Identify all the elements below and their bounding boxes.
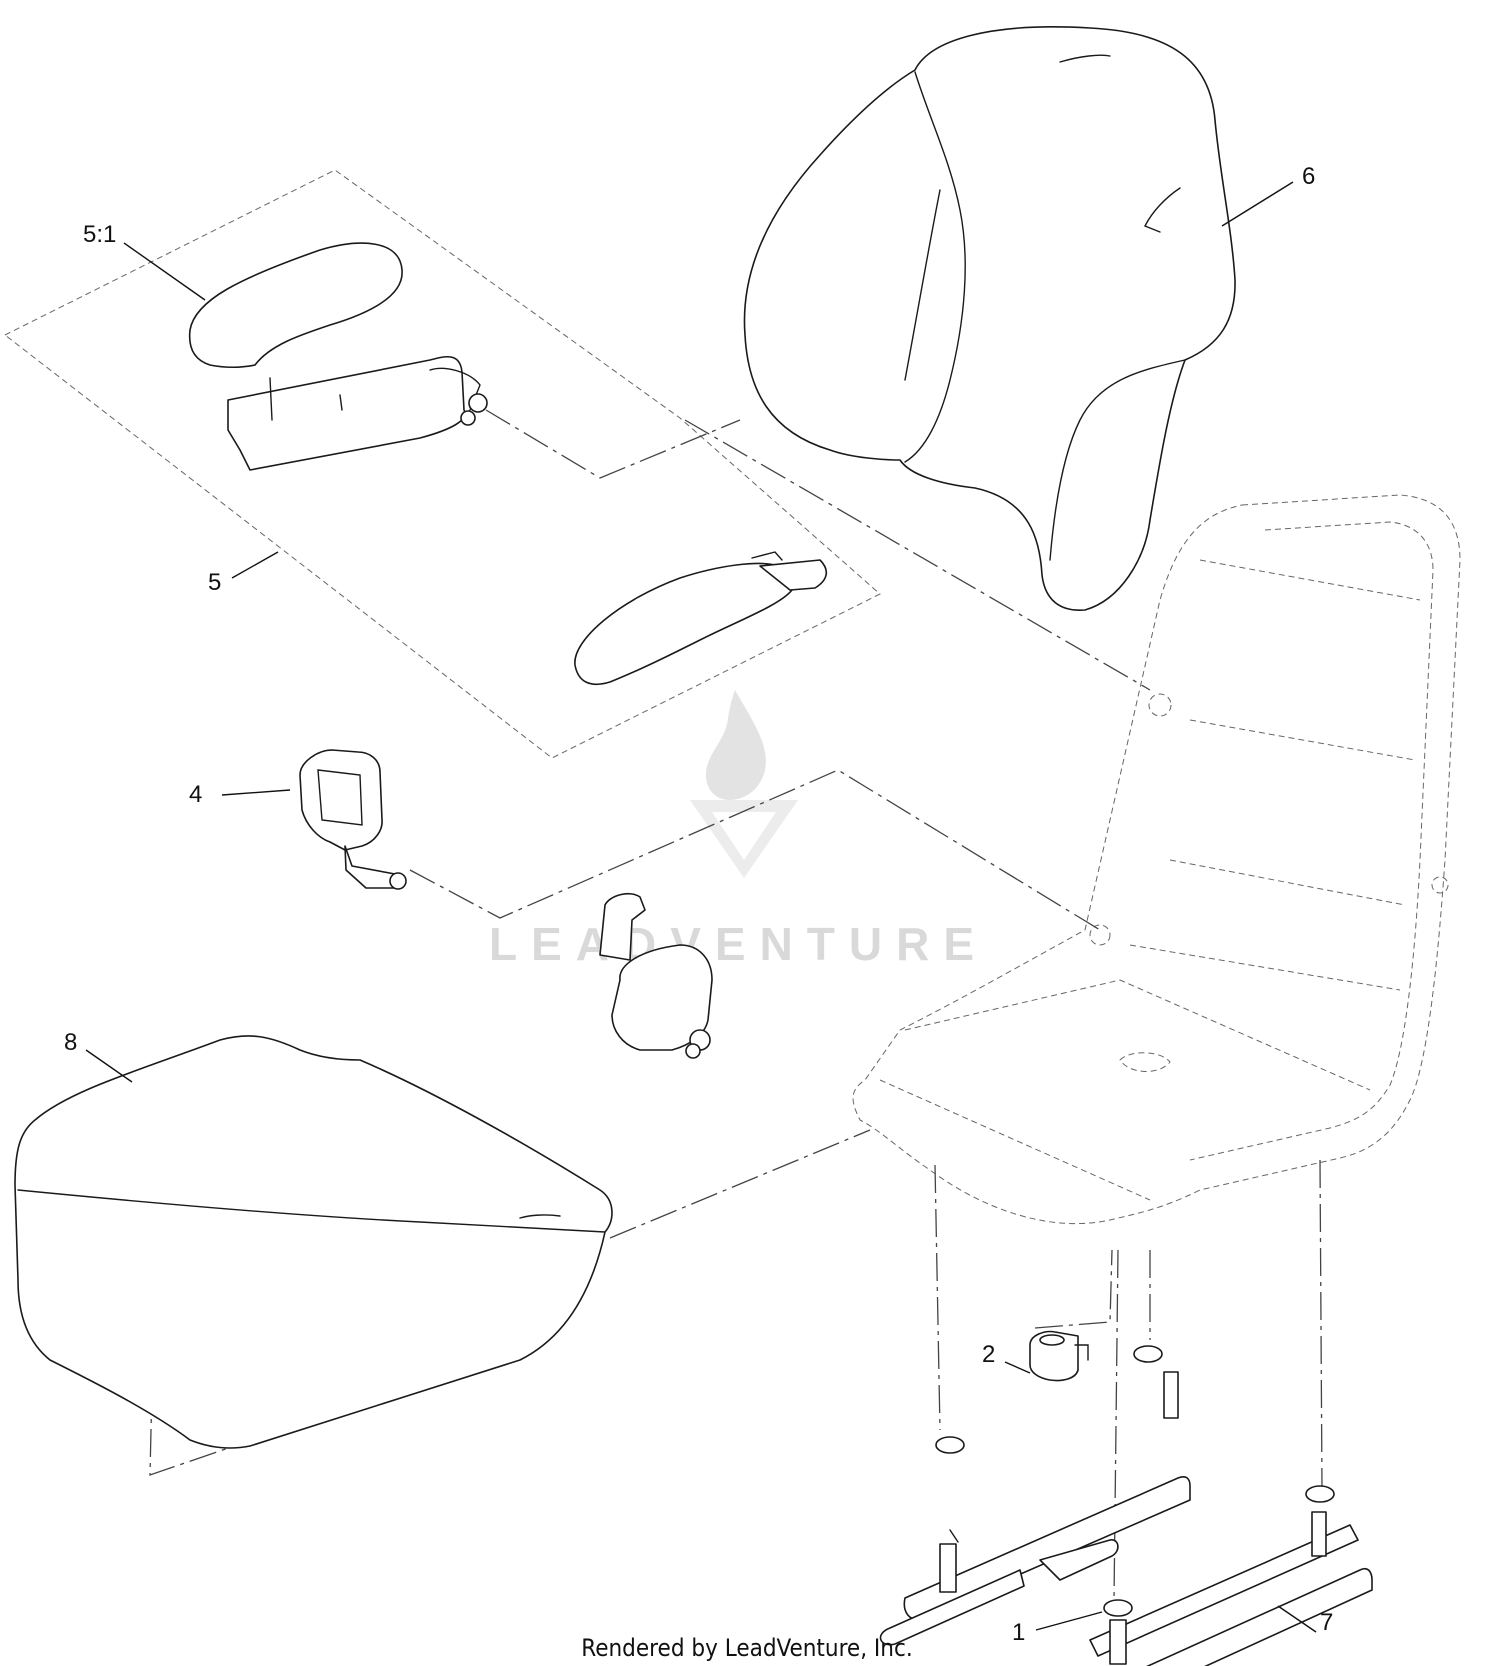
seat-back-cushion bbox=[743, 26, 1236, 611]
seat-safety-switch bbox=[1029, 1330, 1089, 1382]
washer-front-left bbox=[935, 1436, 965, 1454]
washer-set bbox=[935, 1345, 1335, 1617]
callout-5-1: 5:1 bbox=[83, 221, 116, 248]
washer-front-mid bbox=[1133, 1345, 1163, 1363]
leader-1 bbox=[1035, 1611, 1103, 1631]
armrest-pad-upper bbox=[188, 242, 488, 471]
callout-5: 5 bbox=[208, 569, 221, 596]
seat-slide-rail-left bbox=[879, 1371, 1191, 1646]
leader-5-1 bbox=[123, 242, 206, 301]
armrest-assembly-boundary bbox=[4, 169, 881, 759]
seat-bottom-cushion bbox=[14, 1035, 613, 1449]
seat-slide-rail-right bbox=[1089, 1511, 1373, 1666]
callout-1: 1 bbox=[1012, 1619, 1025, 1646]
leader-8 bbox=[85, 1049, 133, 1083]
callout-8: 8 bbox=[64, 1029, 77, 1056]
leader-4 bbox=[221, 789, 291, 796]
callout-7: 7 bbox=[1320, 1609, 1333, 1636]
armrest-lower bbox=[574, 551, 828, 686]
leader-7 bbox=[1277, 1605, 1317, 1633]
watermark: LEADVENTURE bbox=[489, 690, 988, 970]
watermark-flame-logo bbox=[690, 690, 798, 878]
alignment-lines bbox=[149, 409, 1323, 1601]
watermark-text: LEADVENTURE bbox=[489, 918, 988, 970]
washer-item-1 bbox=[1103, 1599, 1133, 1617]
callout-4: 4 bbox=[189, 781, 202, 808]
seat-frame bbox=[852, 494, 1461, 1224]
seat-belt-retractor bbox=[599, 893, 713, 1059]
seat-switch-bracket bbox=[299, 749, 407, 890]
leader-5 bbox=[231, 551, 279, 579]
washer-rear-right bbox=[1305, 1485, 1335, 1503]
callout-6: 6 bbox=[1302, 163, 1315, 190]
leader-2 bbox=[1004, 1361, 1031, 1374]
callout-2: 2 bbox=[982, 1341, 995, 1368]
callout-labels: 5:1 5 6 4 8 2 1 7 bbox=[64, 163, 1333, 1646]
leader-lines bbox=[85, 181, 1317, 1633]
leader-6 bbox=[1221, 181, 1294, 227]
render-credit: Rendered by LeadVenture, Inc. bbox=[581, 1634, 912, 1662]
